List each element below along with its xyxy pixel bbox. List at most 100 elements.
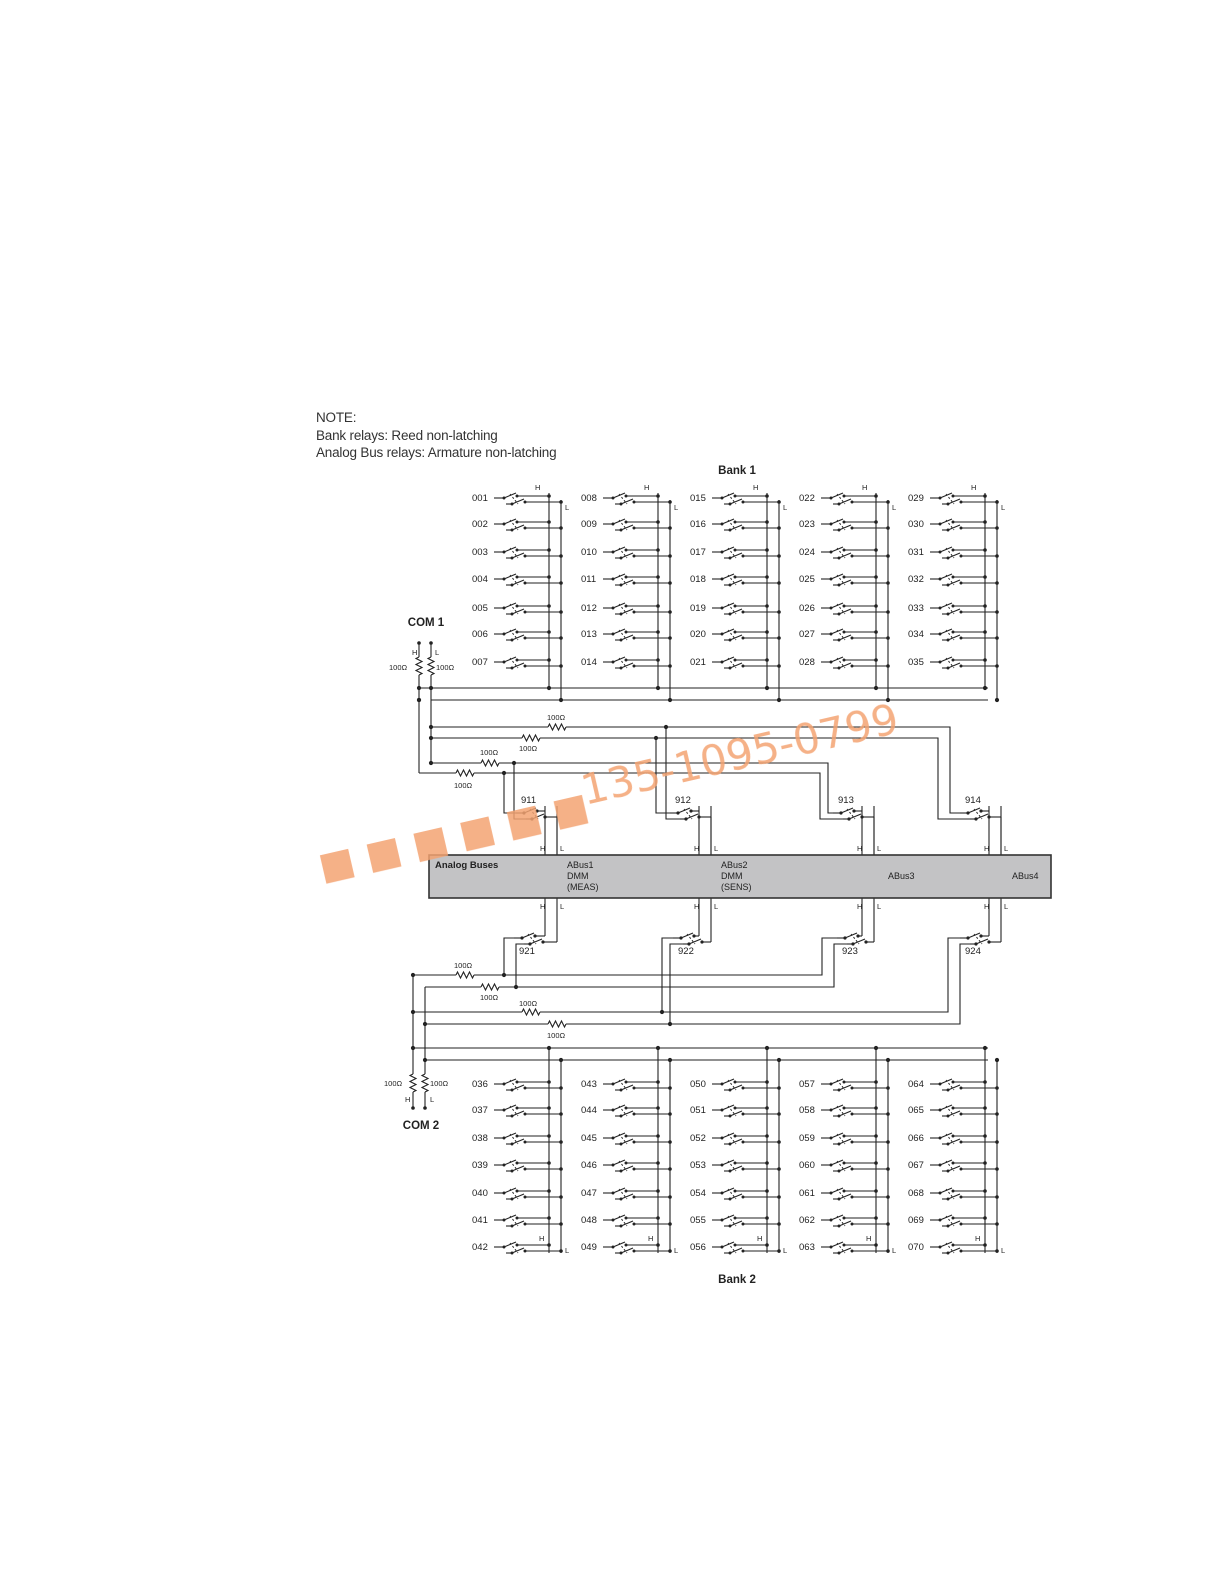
- reed-relay: [821, 573, 888, 587]
- reed-relay: [930, 492, 997, 506]
- junction-dot: [874, 1243, 878, 1247]
- junction-dot: [874, 1189, 878, 1193]
- junction-dot: [667, 1057, 673, 1063]
- junction-dot: [668, 500, 672, 504]
- junction-dot: [886, 1195, 890, 1199]
- resistor-com1-abus1-l: [480, 758, 500, 768]
- relay-label-065: 065: [908, 1105, 924, 1116]
- abus1-name: ABus1: [567, 860, 594, 870]
- junction-dot: [655, 685, 661, 691]
- junction-dot: [668, 1140, 672, 1144]
- reed-relay: [603, 602, 670, 616]
- junction-dot: [874, 548, 878, 552]
- reed-relay: [930, 656, 997, 670]
- h-mark: H: [862, 483, 867, 492]
- reed-relay: [494, 546, 561, 560]
- reed-relay: [712, 628, 779, 642]
- relay-label-914: 914: [965, 795, 981, 806]
- relay-label-003: 003: [472, 547, 488, 558]
- relay-label-009: 009: [581, 519, 597, 530]
- com2-res-l-value: 100Ω: [430, 1079, 449, 1088]
- junction-dot: [428, 760, 434, 766]
- junction-dot: [874, 1216, 878, 1220]
- com2-h: H: [405, 1095, 410, 1104]
- com1-l: L: [435, 648, 439, 657]
- h-mark: H: [975, 1234, 980, 1243]
- junction-dot: [428, 724, 434, 730]
- analog-buses-block: Analog Buses ABus1 DMM (MEAS) ABus2 DMM …: [428, 854, 1052, 899]
- reed-relay: [930, 1159, 997, 1173]
- l-mark: L: [877, 844, 881, 853]
- reed-relay: [494, 1241, 561, 1255]
- relay-label-053: 053: [690, 1160, 706, 1171]
- analog-buses-title: Analog Buses: [435, 860, 498, 871]
- reed-relay: [930, 1078, 997, 1092]
- abus2-sens: (SENS): [721, 882, 752, 892]
- reed-relay: [603, 1132, 670, 1146]
- relay-label-043: 043: [581, 1079, 597, 1090]
- junction-dot: [995, 554, 999, 558]
- junction-dot: [668, 1195, 672, 1199]
- junction-dot: [886, 1249, 890, 1253]
- junction-dot: [559, 1222, 563, 1226]
- relay-label-012: 012: [581, 603, 597, 614]
- junction-dot: [668, 664, 672, 668]
- reed-relay: [821, 628, 888, 642]
- junction-dot: [559, 1249, 563, 1253]
- junction-dot: [659, 1009, 665, 1015]
- junction-dot: [656, 575, 660, 579]
- junction-dot: [513, 984, 519, 990]
- relay-label-054: 054: [690, 1188, 706, 1199]
- reed-relay: [494, 1214, 561, 1228]
- junction-dot: [547, 1243, 551, 1247]
- analog-bus-bar: [428, 854, 1052, 899]
- relay-label-048: 048: [581, 1215, 597, 1226]
- com2-resistor-h: [408, 1073, 418, 1093]
- reed-relay: [603, 1187, 670, 1201]
- junction-dot: [656, 658, 660, 662]
- relay-label-016: 016: [690, 519, 706, 530]
- relay-label-067: 067: [908, 1160, 924, 1171]
- reed-relay: [930, 1241, 997, 1255]
- reed-relay: [603, 628, 670, 642]
- junction-dot: [667, 1021, 673, 1027]
- junction-dot: [995, 526, 999, 530]
- reed-relay: [930, 518, 997, 532]
- reed-relay: [821, 518, 888, 532]
- junction-dot: [995, 636, 999, 640]
- junction-dot: [668, 1112, 672, 1116]
- junction-dot: [546, 1045, 552, 1051]
- reed-relay: [712, 602, 779, 616]
- resistor-com1-abus1-h: [455, 768, 475, 778]
- reed-relay: [603, 573, 670, 587]
- relay-label-024: 024: [799, 547, 815, 558]
- reed-relay: [712, 492, 779, 506]
- reed-relay: [603, 1214, 670, 1228]
- junction-dot: [558, 1057, 564, 1063]
- junction-dot: [410, 1009, 416, 1015]
- reed-relay: [712, 1187, 779, 1201]
- reed-relay: [494, 573, 561, 587]
- relay-label-040: 040: [472, 1188, 488, 1199]
- junction-dot: [982, 685, 988, 691]
- res-value: 100Ω: [547, 1031, 566, 1040]
- junction-dot: [886, 1112, 890, 1116]
- relay-label-036: 036: [472, 1079, 488, 1090]
- wire: [499, 762, 526, 820]
- relay-label-924: 924: [965, 946, 981, 957]
- l-mark: L: [565, 503, 569, 512]
- junction-dot: [656, 548, 660, 552]
- junction-dot: [995, 500, 999, 504]
- abus2-dmm: DMM: [721, 871, 743, 881]
- components: [408, 492, 1000, 1255]
- l-mark: L: [560, 902, 564, 911]
- junction-dot: [547, 1080, 551, 1084]
- junction-dot: [777, 526, 781, 530]
- relay-label-002: 002: [472, 519, 488, 530]
- junction-dot: [983, 604, 987, 608]
- junction-dot: [656, 1080, 660, 1084]
- junction-dot: [995, 1167, 999, 1171]
- junction-dot: [765, 1161, 769, 1165]
- wire: [666, 726, 960, 814]
- reed-relay: [712, 1159, 779, 1173]
